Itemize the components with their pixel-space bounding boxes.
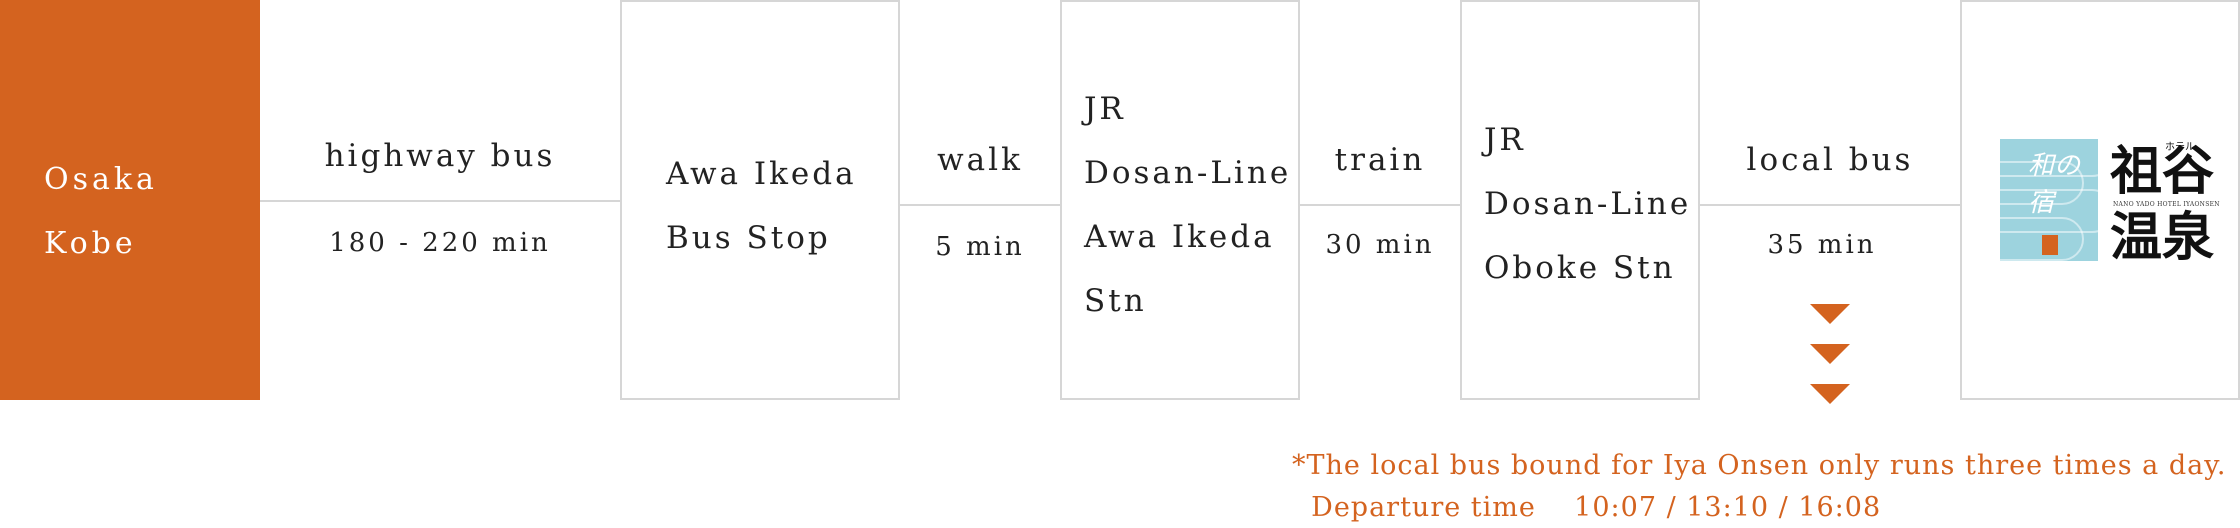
leg-mode: local bus [1746, 142, 1914, 178]
stop-line: Dosan-Line [1484, 186, 1692, 222]
leg-duration: 5 min [935, 232, 1025, 262]
stop-jr-awa-ikeda-stn: JR Dosan-Line Awa Ikeda Stn [1060, 0, 1300, 400]
leg-train: train 30 min [1300, 0, 1460, 400]
footnote-departure-times: Departure time 10:07 / 13:10 / 16:08 [1292, 492, 1882, 523]
footnote-local-bus-frequency: *The local bus bound for Iya Onsen only … [1292, 450, 2227, 481]
logo-kanji-onsen: 温泉 [2110, 207, 2215, 268]
logo-kana-hotel: ホテル [2165, 142, 2195, 153]
leg-duration: 180 - 220 min [329, 228, 551, 258]
stop-line: Stn [1084, 283, 1147, 319]
logo-stamp-icon [2042, 235, 2058, 255]
leg-duration: 30 min [1325, 230, 1435, 260]
origin-label: Osaka Kobe [44, 148, 158, 276]
down-arrow-icon [1810, 344, 1850, 364]
stop-line: Oboke Stn [1484, 250, 1676, 286]
stop-line: JR [1484, 122, 1526, 158]
leg-divider [1300, 204, 1460, 206]
stop-line: Awa Ikeda [1084, 219, 1275, 255]
leg-duration: 35 min [1767, 230, 1877, 260]
leg-highway-bus: highway bus 180 - 220 min [260, 0, 620, 400]
leg-divider [1700, 204, 1960, 206]
leg-mode: train [1334, 142, 1426, 178]
logo-kanji-wanoyado: 和の宿 [2028, 151, 2081, 218]
hotel-logo-wanoyado: 和の宿 [2000, 139, 2098, 261]
stop-jr-oboke-stn: JR Dosan-Line Oboke Stn [1460, 0, 1700, 400]
stop-awa-ikeda-bus-stop: Awa Ikeda Bus Stop [620, 0, 900, 400]
leg-local-bus: local bus 35 min [1700, 0, 1960, 404]
stop-line: Dosan-Line [1084, 155, 1292, 191]
stop-line: Awa Ikeda [666, 156, 857, 192]
logo-kanji-iya: 祖谷 [2110, 141, 2215, 202]
logo-caption: NANO YADO HOTEL IYAONSEN [2113, 201, 2220, 208]
leg-divider [260, 200, 620, 202]
down-arrow-icon [1810, 384, 1850, 404]
stop-line: Bus Stop [666, 220, 831, 256]
leg-divider [900, 204, 1060, 206]
leg-mode: walk [937, 142, 1023, 178]
origin-line-kobe: Kobe [44, 226, 137, 261]
leg-walk: walk 5 min [900, 0, 1060, 400]
down-arrow-icon [1810, 304, 1850, 324]
stop-line: JR [1084, 91, 1126, 127]
origin-line-osaka: Osaka [44, 162, 158, 197]
leg-mode: highway bus [324, 138, 556, 174]
origin-block-osaka-kobe: Osaka Kobe [0, 0, 260, 400]
